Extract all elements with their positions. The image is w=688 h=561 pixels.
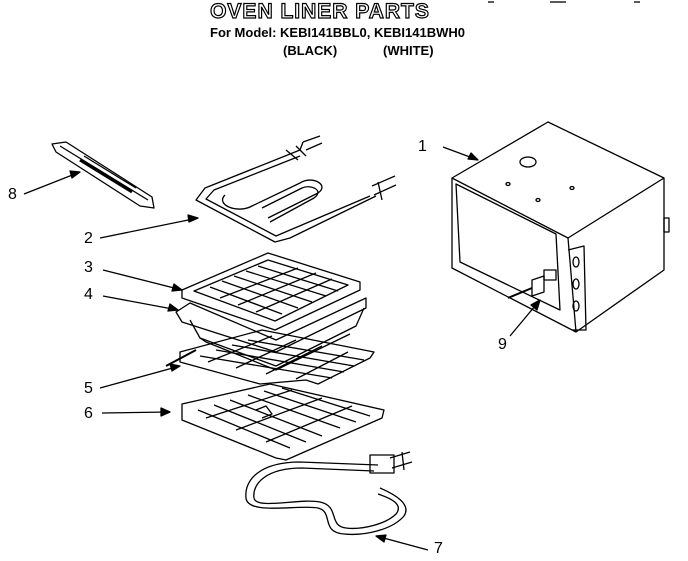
part-6-oven-rack xyxy=(181,383,385,461)
callout-1: 1 xyxy=(418,138,427,155)
callout-6: 6 xyxy=(84,405,93,422)
page-title: OVEN LINER PARTS xyxy=(209,0,430,24)
callout-8: 8 xyxy=(8,186,17,203)
model-line: For Model: KEBI141BBL0, KEBI141BWH0 xyxy=(210,25,465,40)
callout-3: 3 xyxy=(84,259,93,276)
part-2-element xyxy=(195,135,397,243)
part-3-broiler-grid xyxy=(181,252,361,331)
variant-white-label: (WHITE) xyxy=(383,43,434,58)
callout-5: 5 xyxy=(84,380,93,397)
part-5-oven-rack xyxy=(165,329,375,385)
part-8-bracket xyxy=(51,141,155,209)
callout-2: 2 xyxy=(84,230,93,247)
part-4-broiler-pan xyxy=(175,297,367,371)
callout-7: 7 xyxy=(434,540,443,557)
callout-4: 4 xyxy=(84,286,93,303)
part-7-bake-element xyxy=(245,451,413,536)
part-1-oven-liner xyxy=(451,121,670,333)
variant-black-label: (BLACK) xyxy=(283,43,338,58)
leader-lines xyxy=(23,146,541,551)
callout-9: 9 xyxy=(498,336,507,353)
part-9-sensor xyxy=(507,275,545,299)
